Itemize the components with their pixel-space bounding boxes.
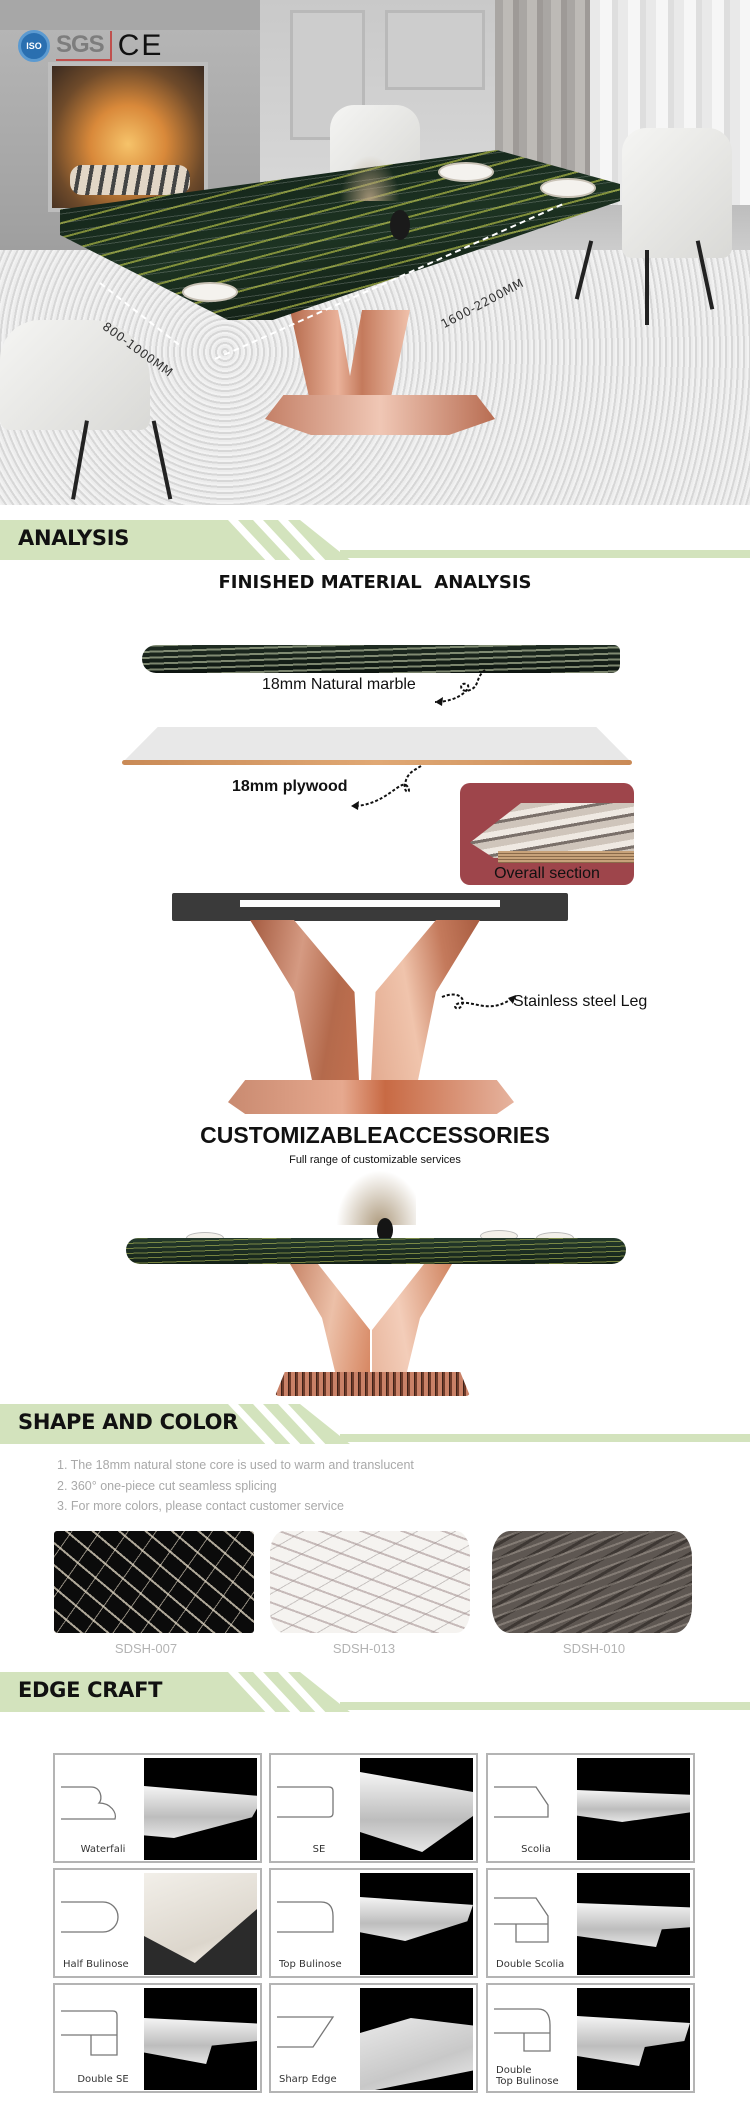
vase <box>390 210 410 240</box>
waterfall-edge-profile-icon <box>61 1786 117 1820</box>
top-bullnose-edge-profile-icon <box>277 1901 334 1933</box>
squiggle-arrow-icon <box>434 669 486 706</box>
edge-name: Top Bulinose <box>279 1959 342 1970</box>
table-base <box>265 395 495 435</box>
edge-name: Sharp Edge <box>279 2074 337 2085</box>
hero-image: 800-1000MM 1600-2200MM ISO SGS CE <box>0 0 750 505</box>
header-rule <box>340 1434 750 1442</box>
swatch-code: SDSH-013 <box>332 1641 396 1656</box>
section-header-analysis: ANALYSIS <box>0 520 750 562</box>
dried-grass-decor <box>336 1170 416 1225</box>
edge-card-waterfall[interactable]: Waterfali <box>53 1753 262 1863</box>
feature-item: 1. The 18mm natural stone core is used t… <box>57 1458 414 1472</box>
edge-card-sharp-edge[interactable]: Sharp Edge <box>269 1983 478 2093</box>
edge-card-double-scolia[interactable]: Double Scolia <box>486 1868 695 1978</box>
edge-name: Scolia <box>521 1844 551 1855</box>
chair-leg <box>645 250 649 325</box>
edge-photo <box>360 1758 473 1860</box>
customizable-accessories-title: CUSTOMIZABLEACCESSORIES <box>200 1122 550 1148</box>
place-setting <box>540 178 596 198</box>
edge-photo <box>144 1873 257 1975</box>
table-base <box>275 1372 470 1396</box>
edge-photo <box>144 1758 257 1860</box>
swatch-code: SDSH-010 <box>562 1641 626 1656</box>
sgs-logo: SGS <box>56 31 112 61</box>
steel-frame <box>172 893 568 921</box>
edge-name: Waterfali <box>80 1844 126 1855</box>
section-header-edge-craft: EDGE CRAFT <box>0 1672 750 1714</box>
feature-item: 3. For more colors, please contact custo… <box>57 1499 344 1513</box>
edge-photo <box>577 1988 690 2090</box>
ce-mark: CE <box>117 29 164 62</box>
scolia-edge-profile-icon <box>494 1786 549 1818</box>
double-top-bullnose-edge-profile-icon <box>494 2008 551 2052</box>
section-title: ANALYSIS <box>18 526 130 550</box>
edge-card-double-top-bullnose[interactable]: Double Top Bulinose <box>486 1983 695 2093</box>
place-setting <box>438 162 494 182</box>
edge-name: Double SE <box>77 2074 129 2085</box>
edge-name: Double Top Bulinose <box>496 2065 559 2087</box>
finished-material-title: FINISHED MATERIAL ANALYSIS <box>218 572 532 593</box>
section-title: SHAPE AND COLOR <box>18 1410 238 1434</box>
feature-item: 2. 360° one-piece cut seamless splicing <box>57 1478 277 1493</box>
wall-panel <box>385 10 485 90</box>
edge-photo <box>577 1758 690 1860</box>
marble-layer-label: 18mm Natural marble <box>262 676 416 693</box>
feature-list: 1. The 18mm natural stone core is used t… <box>57 1455 414 1517</box>
plywood-layer <box>122 727 632 765</box>
color-swatch-sdsh-010[interactable] <box>492 1531 692 1633</box>
overall-section-label: Overall section <box>494 865 600 882</box>
edge-card-scolia[interactable]: Scolia <box>486 1753 695 1863</box>
edge-card-se[interactable]: SE <box>269 1753 478 1863</box>
double-scolia-edge-profile-icon <box>494 1897 549 1943</box>
marble-layer <box>142 645 620 673</box>
edge-card-half-bullnose[interactable]: Half Bulinose <box>53 1868 262 1978</box>
chair-front <box>0 320 150 430</box>
chair-right <box>622 128 732 258</box>
edge-photo <box>577 1873 690 1975</box>
double-se-edge-profile-icon <box>61 2010 118 2056</box>
table-leg-right <box>372 1264 452 1384</box>
se-edge-profile-icon <box>277 1786 334 1818</box>
squiggle-arrow-icon <box>351 765 422 810</box>
table-marble-top <box>126 1238 626 1264</box>
color-swatch-sdsh-013[interactable] <box>270 1531 470 1633</box>
section-title: EDGE CRAFT <box>18 1678 163 1702</box>
plywood-layer-label: 18mm plywood <box>232 778 348 795</box>
vase <box>377 1218 393 1242</box>
edge-name: Half Bulinose <box>63 1959 129 1970</box>
overall-section-inset: Overall section <box>460 783 634 885</box>
edge-name: SE <box>312 1844 326 1855</box>
squiggle-arrow-icon <box>441 993 516 1010</box>
steel-leg-label: Stainless steel Leg <box>513 993 648 1010</box>
edge-photo <box>360 1988 473 2090</box>
color-swatch-sdsh-007[interactable] <box>54 1531 254 1633</box>
leg-base-plate <box>228 1080 514 1114</box>
place-setting <box>182 282 238 302</box>
header-rule <box>340 550 750 558</box>
swatch-code: SDSH-007 <box>114 1641 178 1656</box>
half-bullnose-edge-profile-icon <box>61 1901 119 1933</box>
customizable-accessories-subtitle: Full range of customizable services <box>289 1154 461 1166</box>
edge-name: Double Scolia <box>496 1959 565 1970</box>
dried-grass-decor <box>340 155 400 201</box>
iso-badge-icon: ISO <box>18 30 50 62</box>
edge-card-double-se[interactable]: Double SE <box>53 1983 262 2093</box>
stainless-leg-left <box>250 920 360 1100</box>
sharp-edge-profile-icon <box>277 2016 335 2048</box>
header-rule <box>340 1702 750 1710</box>
section-header-shape-color: SHAPE AND COLOR <box>0 1404 750 1446</box>
wall-panel <box>290 10 365 140</box>
edge-card-top-bullnose[interactable]: Top Bulinose <box>269 1868 478 1978</box>
edge-photo <box>360 1873 473 1975</box>
edge-photo <box>144 1988 257 2090</box>
table-leg-left <box>290 1264 370 1384</box>
certification-logos: ISO SGS CE <box>18 30 163 62</box>
